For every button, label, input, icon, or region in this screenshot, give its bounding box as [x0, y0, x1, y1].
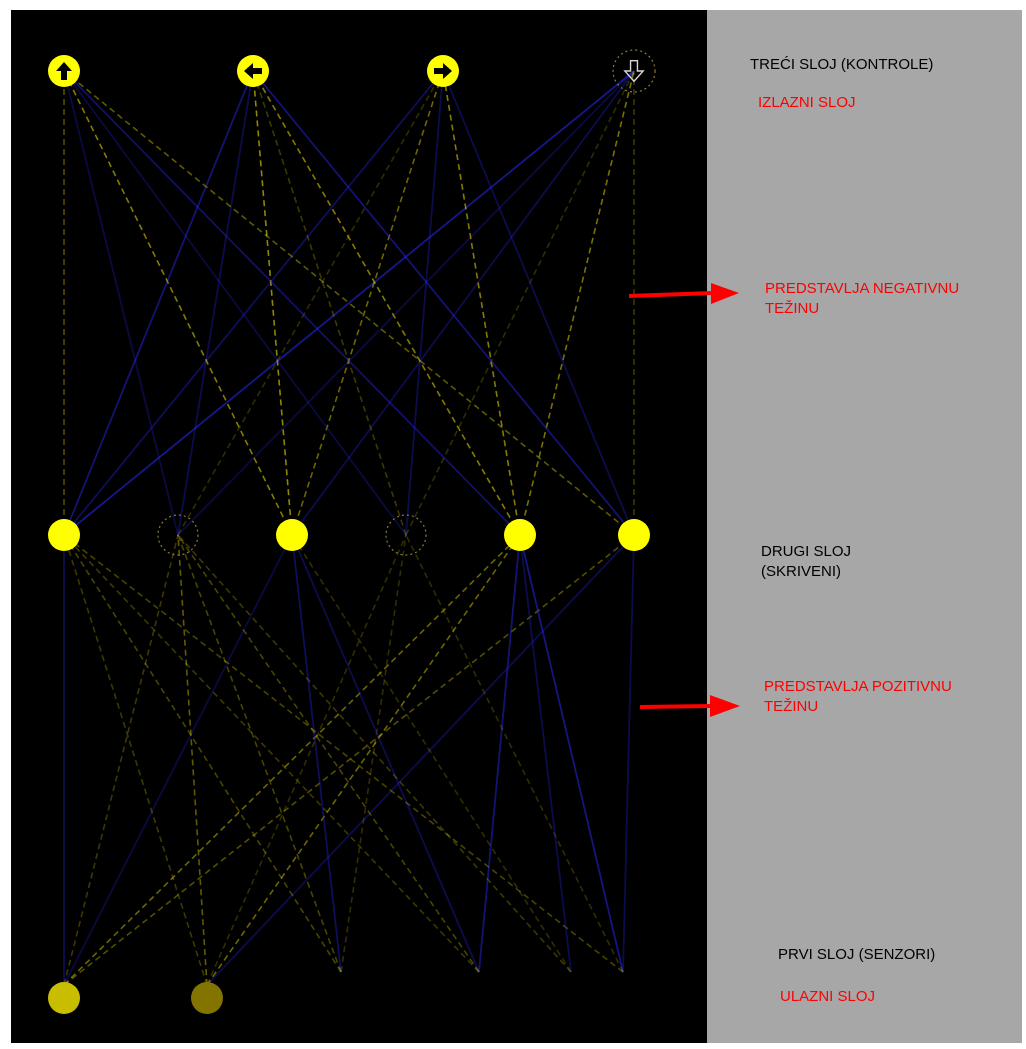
hidden-output-connection: [177, 70, 444, 536]
hidden-output-connection: [63, 70, 254, 536]
hidden-output-connection: [63, 70, 635, 536]
hidden-output-connection: [291, 70, 635, 536]
legend-panel: TREĆI SLOJ (KONTROLE) IZLAZNI SLOJ PREDS…: [707, 10, 1022, 1043]
hidden-output-connection: [63, 70, 635, 536]
hidden-output-connection: [63, 70, 293, 536]
hidden-output-connection: [252, 70, 293, 536]
arrow-down-icon: [623, 59, 645, 83]
input-hidden-connection: [63, 534, 342, 973]
positive-weight-label: PREDSTAVLJA POZITIVNU TEŽINU: [764, 678, 952, 715]
input-hidden-connection: [478, 534, 521, 973]
input-hidden-connection: [206, 534, 635, 986]
input-hidden-connection: [405, 534, 624, 973]
hidden-output-connection: [63, 70, 179, 536]
hidden-output-connection: [63, 70, 521, 536]
output-node-inactive: [612, 49, 656, 93]
positive-weight-arrow: [639, 695, 740, 717]
hidden-output-connection: [177, 70, 635, 536]
arrow-left-icon: [244, 63, 262, 79]
input-hidden-connection: [63, 534, 208, 986]
hidden-output-connection: [252, 70, 635, 536]
input-hidden-connection: [177, 534, 572, 973]
input-node: [48, 982, 80, 1014]
input-hidden-connection: [519, 534, 572, 973]
input-node: [191, 982, 223, 1014]
hidden-output-connection: [405, 70, 635, 536]
input-hidden-connection: [177, 534, 480, 973]
hidden-output-connection: [291, 70, 444, 536]
output-layer-label: IZLAZNI SLOJ: [758, 94, 856, 111]
hidden-node: [276, 519, 308, 551]
neural-network-panel: [11, 10, 707, 1043]
input-hidden-connection: [177, 534, 208, 986]
input-hidden-connection: [63, 534, 635, 986]
hidden-output-connection: [442, 70, 521, 536]
input-hidden-connection: [177, 534, 342, 973]
input-hidden-connection: [622, 534, 635, 973]
hidden-output-connection: [63, 70, 444, 536]
hidden-output-connection: [63, 70, 407, 536]
input-hidden-connection: [63, 534, 624, 973]
neural-network-diagram: [48, 49, 656, 1014]
arrow-up-icon: [56, 62, 72, 80]
input-layer-label: ULAZNI SLOJ: [780, 988, 876, 1005]
input-hidden-connection: [291, 534, 572, 973]
hidden-node-inactive: [385, 514, 427, 556]
input-hidden-connection: [206, 534, 407, 986]
hidden-output-connection: [252, 70, 407, 536]
negative-weight-label: PREDSTAVLJA NEGATIVNU TEŽINU: [765, 280, 960, 317]
hidden-node: [618, 519, 650, 551]
hidden-node: [48, 519, 80, 551]
third-layer-label: TREĆI SLOJ (KONTROLE): [750, 56, 934, 73]
input-hidden-connection: [519, 534, 624, 973]
hidden-output-connection: [405, 70, 444, 536]
input-hidden-connection: [340, 534, 407, 973]
second-layer-label: DRUGI SLOJ (SKRIVENI): [761, 543, 852, 580]
input-hidden-connection: [63, 534, 293, 986]
input-hidden-connection: [291, 534, 342, 973]
input-hidden-connection: [63, 534, 179, 986]
negative-weight-arrow: [628, 283, 739, 304]
hidden-node-inactive: [157, 514, 199, 556]
input-hidden-connection: [291, 534, 480, 973]
input-hidden-connection: [63, 534, 480, 973]
arrow-right-icon: [434, 63, 452, 79]
hidden-output-connection: [177, 70, 254, 536]
hidden-node: [504, 519, 536, 551]
input-hidden-connection: [206, 534, 521, 986]
input-hidden-connection: [63, 534, 521, 986]
hidden-output-connection: [442, 70, 635, 536]
first-layer-label: PRVI SLOJ (SENZORI): [778, 946, 936, 963]
